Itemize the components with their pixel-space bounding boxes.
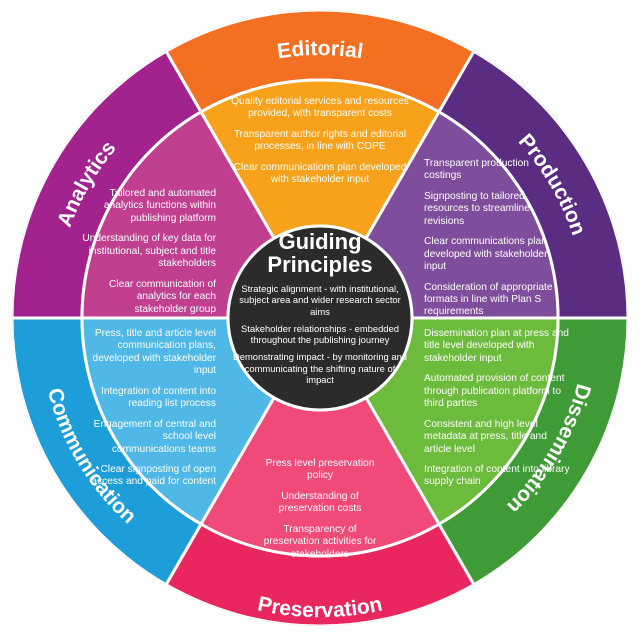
- communication-point: Engagement of central and school level c…: [93, 418, 216, 455]
- dissemination-point: Integration of content into library supp…: [424, 463, 570, 488]
- communication-point: Clear signposting of open access and pai…: [91, 463, 216, 488]
- dissemination-point: Consistent and high level metadata at pr…: [424, 418, 547, 455]
- hub-title-line1: Guiding: [278, 229, 362, 254]
- analytics-point: Clear communication of analytics for eac…: [108, 278, 216, 315]
- hub-title-line2: Principles: [267, 252, 373, 278]
- editorial-point: Quality editorial services and resources…: [231, 96, 409, 120]
- preservation-points: Press level preservation policy Understa…: [262, 458, 378, 569]
- production-point: Clear communications plan developed with…: [424, 236, 548, 273]
- dissemination-point: Automated provision of content through p…: [424, 373, 565, 410]
- production-point: Signposting to tailored resources to str…: [424, 190, 530, 227]
- communication-points: Press, title and article level communica…: [90, 328, 216, 497]
- hub-points: Strategic alignment - with institutional…: [232, 283, 408, 391]
- preservation-point: Understanding of preservation costs: [278, 490, 362, 515]
- dissemination-points: Dissemination plan at press and title le…: [424, 328, 574, 497]
- analytics-point: Tailored and automated analytics functio…: [103, 188, 216, 224]
- editorial-point: Transparent author rights and editorial …: [233, 128, 407, 153]
- inner-ring: [80, 78, 560, 558]
- dissemination-point: Dissemination plan at press and title le…: [424, 328, 569, 364]
- hub-title: Guiding Principles: [260, 230, 380, 276]
- preservation-point: Transparency of preservation activities …: [263, 523, 377, 560]
- hub-circle: [226, 224, 414, 412]
- analytics-point: Understanding of key data for institutio…: [82, 233, 216, 270]
- analytics-points: Tailored and automated analytics functio…: [82, 188, 216, 324]
- editorial-points: Quality editorial services and resources…: [228, 96, 412, 195]
- production-points: Transparent production costings Signpost…: [424, 158, 558, 327]
- preservation-point: Press level preservation policy: [265, 458, 375, 482]
- hub-point: Demonstrating impact - by monitoring and…: [232, 351, 408, 385]
- production-point: Consideration of appropriate formats in …: [424, 281, 553, 318]
- communication-point: Press, title and article level communica…: [92, 328, 216, 377]
- hub-point: Strategic alignment - with institutional…: [239, 283, 401, 317]
- editorial-title: Editorial: [276, 37, 365, 63]
- production-point: Transparent production costings: [424, 158, 529, 182]
- communication-point: Integration of content into reading list…: [101, 385, 216, 410]
- hub-point: Stakeholder relationships - embedded thr…: [241, 322, 399, 346]
- editorial-point: Clear communications plan developed with…: [233, 161, 407, 186]
